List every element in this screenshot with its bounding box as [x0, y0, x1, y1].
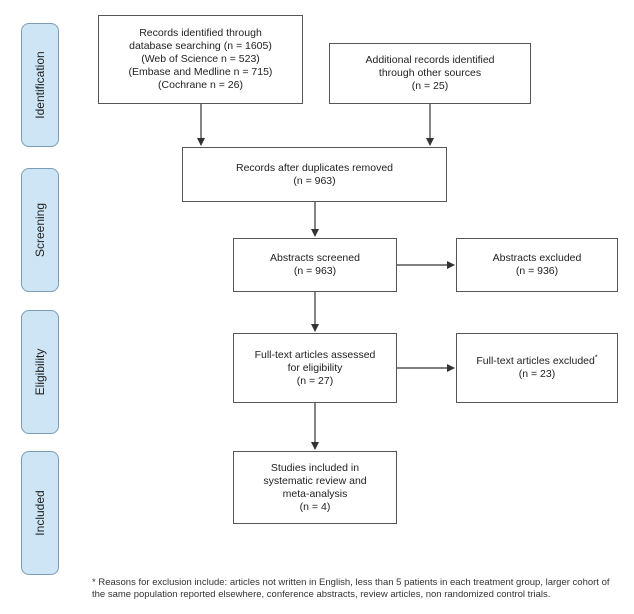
box-text: for eligibility: [287, 361, 343, 374]
box-text: Studies included in: [270, 461, 360, 474]
phase-included: Included: [21, 451, 59, 575]
box-fulltext-assessed: Full-text articles assessed for eligibil…: [233, 333, 397, 403]
box-abstracts-screened: Abstracts screened (n = 963): [233, 238, 397, 292]
footnote: * Reasons for exclusion include: article…: [92, 577, 610, 600]
box-abstracts-excluded: Abstracts excluded (n = 936): [456, 238, 618, 292]
box-text: database searching (n = 1605): [129, 40, 272, 52]
box-text: Full-text articles excluded: [476, 355, 595, 367]
phase-eligibility: Eligibility: [21, 310, 59, 434]
box-text: Full-text articles excluded*: [476, 355, 597, 368]
box-text: Records identified through: [139, 27, 262, 39]
box-database-records: Records identified through database sear…: [98, 15, 303, 104]
box-text: Records after duplicates removed: [236, 161, 393, 174]
box-text: through other sources: [378, 67, 482, 79]
box-text: (n = 27): [296, 374, 334, 387]
box-studies-included: Studies included in systematic review an…: [233, 451, 397, 524]
box-text: Additional records identified: [365, 54, 495, 66]
box-text: (Embase and Medline n = 715): [128, 66, 273, 78]
box-text: (Cochrane n = 26): [158, 79, 243, 91]
box-text: Abstracts screened: [270, 252, 360, 264]
box-text: (n = 936): [515, 265, 559, 277]
box-text: Abstracts excluded: [492, 252, 582, 264]
box-text: (n = 25): [411, 80, 449, 92]
box-text: (n = 4): [299, 500, 331, 513]
box-after-duplicates: Records after duplicates removed (n = 96…: [182, 147, 447, 202]
box-text: Full-text articles assessed: [254, 348, 376, 361]
phase-identification: Identification: [21, 23, 59, 147]
box-other-records: Additional records identified through ot…: [329, 43, 531, 104]
box-text: (Web of Science n = 523): [141, 53, 260, 65]
box-text: (n = 23): [518, 368, 556, 380]
box-text: meta-analysis: [282, 487, 348, 500]
box-text: (n = 963): [293, 265, 337, 277]
footnote-marker: *: [594, 354, 598, 362]
phase-screening: Screening: [21, 168, 59, 292]
box-fulltext-excluded: Full-text articles excluded* (n = 23): [456, 333, 618, 403]
box-text: (n = 963): [293, 174, 336, 187]
box-text: systematic review and: [263, 474, 367, 487]
